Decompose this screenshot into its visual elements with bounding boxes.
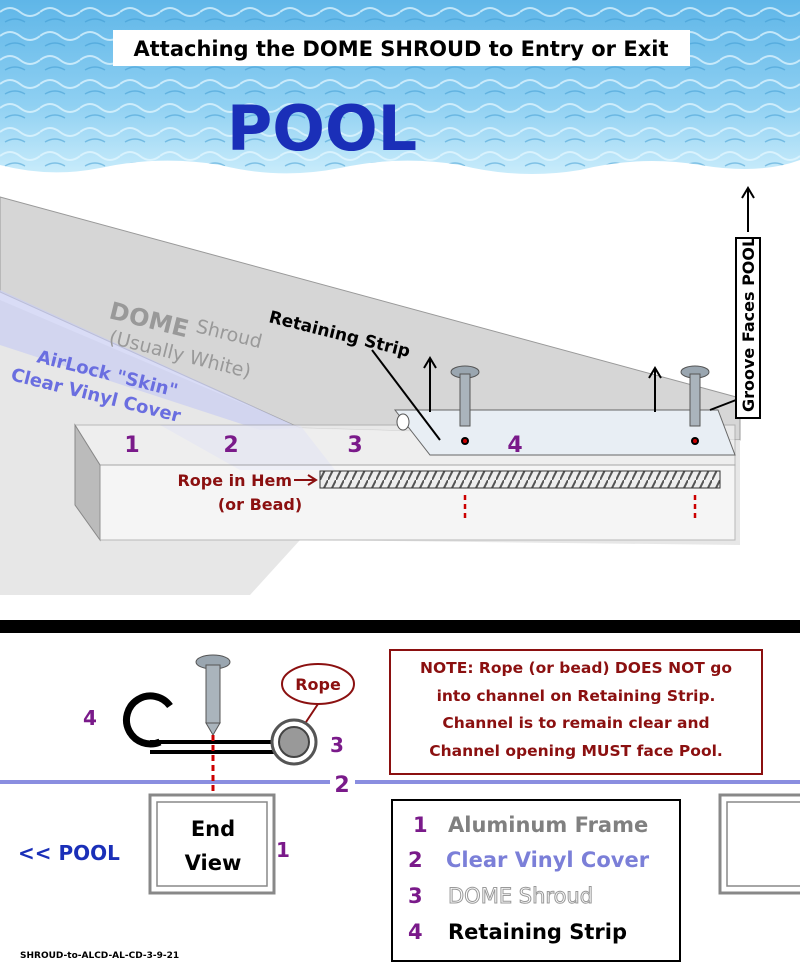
rope-in-hem [319,470,721,489]
leader-line [371,349,441,441]
callout-1: 1 [124,433,139,458]
legend-num: 3 [408,884,423,908]
callout-4: 4 [507,433,522,458]
section-divider [0,620,800,633]
or-bead-label: (or Bead) [218,495,302,514]
legend-num: 2 [408,848,423,872]
note-line: Channel opening MUST face Pool. [429,742,723,760]
note-box: NOTE: Rope (or bead) DOES NOT go into ch… [389,649,763,775]
up-arrow-icon [423,186,755,412]
pool-direction-label: << POOL [18,841,120,865]
aluminum-frame-end [148,793,276,895]
arrow-right-icon [294,474,318,486]
legend-label-aluminum-frame: Aluminum Frame [448,813,648,837]
note-line: into channel on Retaining Strip. [437,687,716,705]
rope-bubble-label: Rope [295,675,341,694]
callout-2: 2 [223,433,238,458]
view-label: View [185,851,242,875]
end-label: End [191,817,235,841]
note-line: NOTE: Rope (or bead) DOES NOT go [420,659,732,677]
legend-num: 1 [413,813,428,837]
end-callout-4: 4 [83,706,97,730]
retaining-strip-end-icon [122,692,280,754]
end-callout-1: 1 [276,838,290,862]
footer-code: SHROUD-to-ALCD-AL-CD-3-9-21 [20,951,179,961]
note-line: Channel is to remain clear and [442,714,709,732]
page-title: Attaching the DOME SHROUD to Entry or Ex… [134,37,669,61]
callout-3: 3 [347,433,362,458]
rope-in-hem-label: Rope in Hem [177,471,292,490]
screw-icon [450,365,480,522]
groove-faces-label: Groove Faces POOL [739,237,758,412]
groove-label-box [735,237,761,419]
aluminum-frame-end-right [718,793,800,895]
retaining-strip [393,409,736,456]
end-callout-3: 3 [330,733,344,757]
legend-num: 4 [408,920,423,944]
pool-label: POOL [227,92,417,165]
screw-icon [680,365,710,522]
title-box [113,30,690,66]
rope-bubble-pointer [305,703,319,723]
legend-label-clear-vinyl-cover: Clear Vinyl Cover [446,848,650,872]
legend-label-retaining-strip: Retaining Strip [448,920,627,944]
rope-end-icon [270,718,318,766]
vinyl-band [0,290,300,430]
legend: 1 Aluminum Frame 2 Clear Vinyl Cover 3 D… [391,799,681,962]
legend-label-dome-shroud: DOME Shroud [448,884,593,908]
end-callout-2: 2 [334,773,349,798]
